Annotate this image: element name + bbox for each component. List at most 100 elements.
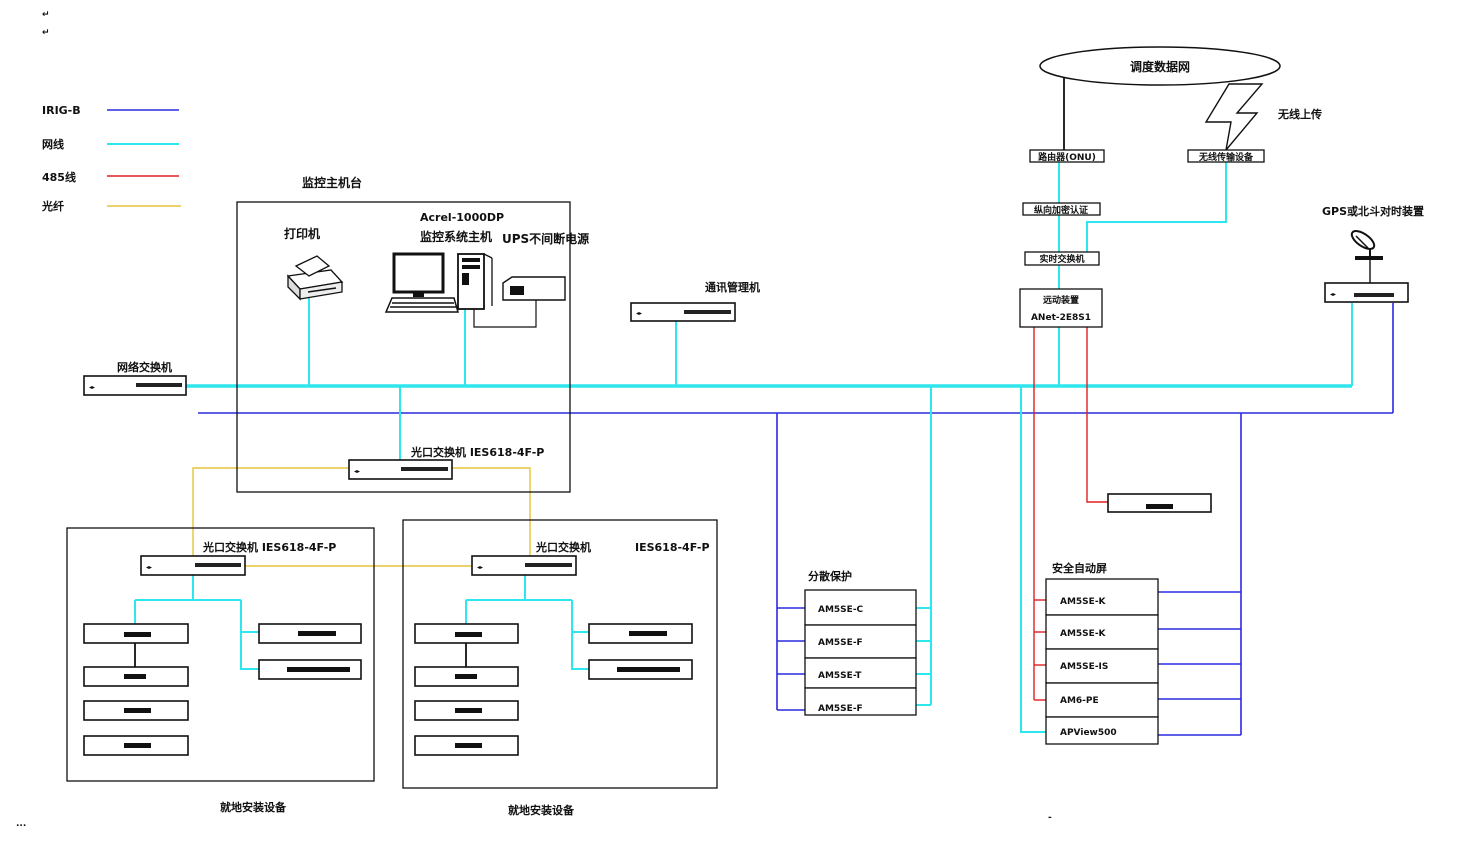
safety-panel-label: 安全自动屏 — [1052, 561, 1107, 575]
wireless-device-box[interactable] — [1187, 149, 1265, 163]
network-switch-label: 网络交换机 — [117, 360, 172, 374]
host-tower — [457, 253, 485, 310]
monitor-console-frame — [236, 201, 571, 493]
svg-text:◂▸: ◂▸ — [477, 564, 483, 571]
svg-text:◂▸: ◂▸ — [354, 468, 360, 475]
field-left-frame — [66, 527, 375, 782]
stray-mark-3: ... — [16, 819, 26, 829]
vertical-auth-box[interactable] — [1022, 202, 1101, 216]
stray-mark-1: ↵ — [42, 10, 50, 20]
vertical-auth-label: 纵向加密认证 — [1034, 204, 1088, 216]
network-switch[interactable]: ◂▸ — [83, 375, 187, 396]
r485-device-link — [1086, 327, 1108, 503]
telecontrol-model: ANet-2E8S1 — [1031, 313, 1091, 323]
fiber-main-to-right — [452, 467, 531, 557]
ups-icon[interactable] — [473, 276, 566, 328]
dist-protection-item-label: AM5SE-F — [818, 638, 863, 648]
host-label: 监控系统主机 — [420, 229, 492, 244]
stray-mark-2: ↵ — [42, 28, 50, 38]
realtime-switch-label: 实时交换机 — [1039, 253, 1084, 265]
legend-irig-label: IRIG-B — [42, 104, 81, 117]
eth-wireless-link — [1086, 162, 1227, 252]
dist-protection-item-label: AM5SE-C — [818, 605, 864, 615]
fiber-lines — [192, 467, 531, 567]
safety-item-label: AM6-PE — [1060, 696, 1099, 706]
dist-protection-item-label: AM5SE-F — [818, 704, 863, 714]
monitor-console-label: 监控主机台 — [302, 175, 362, 190]
realtime-switch-box[interactable] — [1024, 251, 1100, 266]
legend-ethernet-label: 网线 — [42, 137, 64, 151]
host-keyboard — [384, 297, 459, 313]
black-links — [134, 78, 1065, 668]
eth-left-to-rdev2 — [240, 632, 259, 670]
network-switch-ports — [136, 383, 182, 387]
network-switch-body[interactable] — [83, 375, 187, 396]
host-model-label: Acrel-1000DP — [420, 211, 504, 224]
dist-protection-item[interactable] — [804, 624, 917, 659]
safety-item-label: AM5SE-K — [1060, 597, 1107, 607]
rs485-lines — [1033, 327, 1108, 701]
eth-left-to-rdev1 — [240, 600, 259, 633]
network-switch-led: ◂▸ — [89, 384, 95, 391]
host-computer-icon[interactable] — [384, 252, 493, 313]
printer-label: 打印机 — [284, 226, 320, 241]
optical-switch-main-label: 光口交换机 IES618-4F-P — [410, 445, 544, 459]
telecontrol-label: 远动装置 — [1043, 294, 1079, 306]
safety-item[interactable] — [1045, 716, 1159, 745]
dist-protection-item-label: AM5SE-T — [818, 671, 862, 681]
safety-item[interactable] — [1045, 648, 1159, 684]
optical-switch-right[interactable]: ◂▸ — [471, 555, 577, 576]
ethernet-lines — [134, 162, 1353, 733]
router-box[interactable] — [1029, 149, 1105, 163]
svg-text:◂▸: ◂▸ — [146, 564, 152, 571]
safety-item-label: AM5SE-IS — [1060, 662, 1108, 672]
field-left-label: 就地安装设备 — [220, 800, 287, 814]
eth-right-to-rdev2 — [571, 632, 589, 670]
optical-switch-left[interactable]: ◂▸ — [140, 555, 246, 576]
dist-protection-label: 分散保护 — [808, 569, 852, 583]
gps-label: GPS或北斗对时装置 — [1322, 204, 1424, 218]
field-right-frame — [402, 519, 718, 789]
dispatch-network-label: 调度数据网 — [1130, 59, 1190, 74]
gps-clock-device[interactable]: ◂▸ — [1324, 282, 1409, 303]
safety-panel: AM5SE-K AM5SE-K AM5SE-IS AM6-PE APView50… — [1045, 578, 1159, 745]
legend-fiber-label: 光纤 — [41, 199, 64, 213]
ups-label: UPS不间断电源 — [502, 231, 589, 246]
rs485-device[interactable] — [1107, 493, 1212, 513]
dist-protection-panel: AM5SE-C AM5SE-F AM5SE-T AM5SE-F — [804, 589, 917, 716]
field-right-devices — [414, 623, 693, 756]
optical-switch-right-label: 光口交换机 — [535, 540, 591, 554]
host-monitor — [392, 252, 445, 294]
safety-item-label: APView500 — [1060, 728, 1117, 738]
svg-text:◂▸: ◂▸ — [636, 310, 642, 317]
safety-item[interactable] — [1045, 614, 1159, 650]
dispatch-network-cloud — [1039, 46, 1281, 86]
svg-text:◂▸: ◂▸ — [1330, 291, 1336, 298]
telecontrol-box[interactable] — [1019, 288, 1103, 328]
comm-manager[interactable]: ◂▸ — [630, 302, 736, 322]
dist-protection-item[interactable] — [804, 687, 917, 716]
fiber-main-to-left — [192, 467, 349, 557]
field-right-label: 就地安装设备 — [508, 803, 575, 817]
field-left-devices — [83, 623, 362, 756]
legend-485-label: 485线 — [42, 170, 76, 184]
optical-switch-main[interactable]: ◂▸ — [348, 459, 453, 480]
comm-manager-label: 通讯管理机 — [705, 280, 760, 294]
printer-icon[interactable] — [286, 255, 344, 301]
wireless-bolt-icon — [1204, 83, 1264, 153]
eth-right-to-rdev1 — [571, 600, 589, 633]
safety-item[interactable] — [1045, 682, 1159, 718]
optical-switch-right-model: IES618-4F-P — [635, 541, 710, 554]
optical-switch-left-label: 光口交换机 IES618-4F-P — [202, 540, 336, 554]
satellite-dish-icon — [1350, 230, 1383, 283]
router-label: 路由器(ONU) — [1038, 151, 1096, 163]
eth-apview-link — [1020, 386, 1046, 733]
legend: IRIG-B 网线 485线 光纤 — [41, 104, 181, 213]
safety-item-label: AM5SE-K — [1060, 629, 1107, 639]
dispatch-network[interactable] — [1039, 46, 1281, 86]
stray-mark-4: - — [1048, 813, 1052, 823]
wireless-upload-label: 无线上传 — [1277, 107, 1322, 121]
wireless-device-label: 无线传输设备 — [1198, 151, 1254, 163]
irig-b-lines — [198, 303, 1394, 736]
